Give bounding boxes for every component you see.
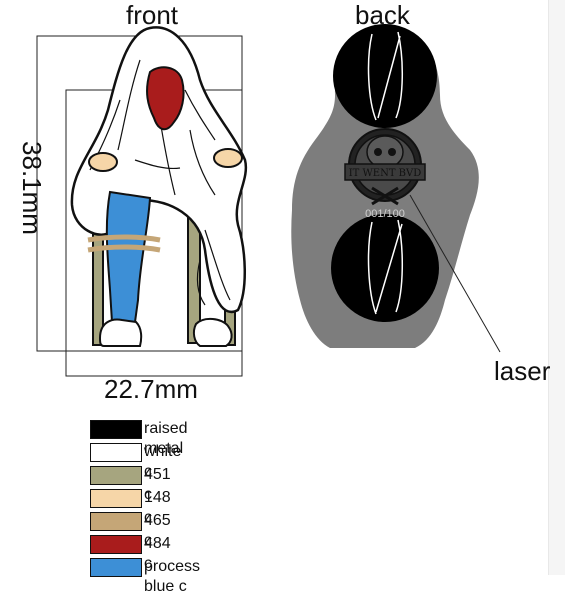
- laser-leader-line: [409, 194, 501, 353]
- back-label: back: [355, 0, 410, 30]
- sheet-ghost: [70, 26, 248, 314]
- width-dimension-label: 22.7mm: [104, 374, 198, 404]
- back-logo-text: IT WENT BVD: [349, 168, 422, 179]
- upper-post-highlight: [367, 31, 403, 121]
- front-label: front: [126, 0, 179, 30]
- jeans: [105, 190, 152, 323]
- back-pin: IT WENT BVD 001/100: [291, 24, 479, 348]
- legend-swatch: [90, 558, 142, 577]
- legend-swatch: [90, 466, 142, 485]
- legend-label: 484 c: [144, 535, 171, 572]
- left-hand: [88, 152, 118, 172]
- pin-artwork: IT WENT BVD 001/100: [36, 24, 501, 377]
- left-shoe: [98, 318, 143, 347]
- skull-eye-right: [388, 148, 396, 156]
- lower-pin-post: [331, 214, 439, 322]
- legend-label: raised metal: [144, 420, 188, 457]
- legend-label: 451 c: [144, 466, 171, 503]
- legend-swatch: [90, 420, 142, 439]
- legend-swatch: [90, 535, 142, 554]
- skull-icon: [366, 135, 404, 169]
- crossbones-icon: [371, 186, 399, 206]
- right-shoe: [192, 318, 233, 347]
- legend-swatch: [90, 443, 142, 462]
- upper-pin-post: [333, 24, 437, 128]
- height-dimension-label: 38.1mm: [17, 141, 47, 235]
- lower-post-highlight: [367, 219, 403, 315]
- legend-label: 148 c: [144, 489, 171, 526]
- serial-number: 001/100: [365, 208, 405, 220]
- legend-label: process blue c: [144, 558, 201, 595]
- front-pin: [70, 26, 248, 347]
- logo-banner: [344, 163, 426, 181]
- right-hand: [213, 148, 243, 168]
- window-edge: [548, 0, 565, 575]
- legend-swatch: [90, 489, 142, 508]
- legend-label: white c: [144, 443, 182, 480]
- legend-swatch: [90, 512, 142, 531]
- skull-eye-left: [374, 148, 382, 156]
- legend-label: 465 c: [144, 512, 171, 549]
- rope: [87, 234, 161, 253]
- blood-stain: [146, 66, 185, 131]
- laser-label: laser: [494, 356, 551, 386]
